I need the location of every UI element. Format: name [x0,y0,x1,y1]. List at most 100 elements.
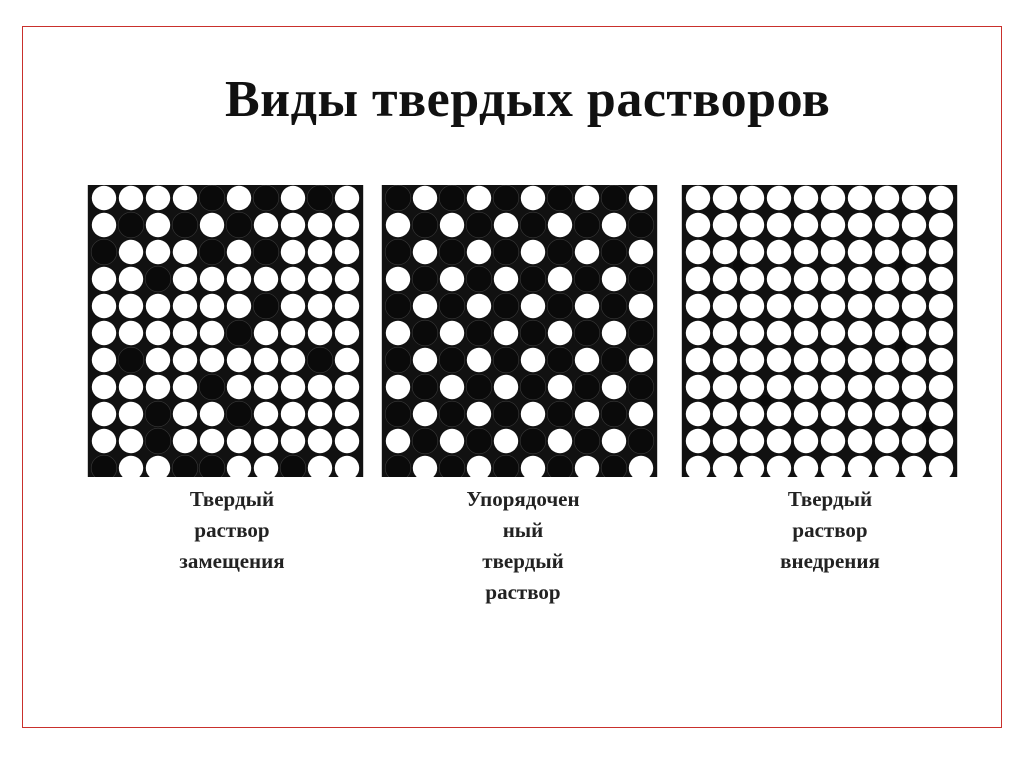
solute-atom [493,185,519,211]
solute-atom [118,212,144,238]
solvent-atom [466,455,492,477]
solute-atom [493,347,519,373]
solvent-atom [334,212,360,238]
solvent-atom [118,185,144,211]
solvent-atom [793,185,819,211]
solute-atom-rim [519,265,547,293]
solute-atom [574,374,600,400]
solvent-atom [226,293,252,319]
solvent-atom [118,428,144,454]
solute-atom [385,401,411,427]
solute-atom [172,212,198,238]
solvent-atom [91,185,117,211]
solvent-atom [847,266,873,292]
solvent-atom [712,239,738,265]
solvent-atom [874,185,900,211]
solvent-atom [901,185,927,211]
solvent-atom [199,293,225,319]
solvent-atom [385,374,411,400]
solvent-atom [199,401,225,427]
solvent-atom [280,185,306,211]
solvent-atom [712,185,738,211]
solvent-atom [901,374,927,400]
solvent-atom [685,185,711,211]
solvent-atom [334,320,360,346]
solute-atom-rim [438,454,466,477]
solute-atom [628,428,654,454]
solute-atom-rim [279,454,307,477]
interstitial-lattice-svg [681,185,958,477]
solvent-atom [172,266,198,292]
solvent-atom [574,347,600,373]
solute-atom-rim [171,454,199,477]
solvent-atom [712,428,738,454]
solute-atom [520,428,546,454]
solvent-atom [712,320,738,346]
solute-atom [385,455,411,477]
ordered-lattice-diagram [380,185,670,477]
solute-atom-rim [198,185,226,212]
solute-atom [199,374,225,400]
solvent-atom [820,239,846,265]
solute-atom-rim [225,211,253,239]
solute-atom-rim [117,346,145,374]
solvent-atom [766,347,792,373]
solvent-atom [91,428,117,454]
solvent-atom [712,455,738,477]
solute-atom-rim [438,400,466,428]
solvent-atom [739,293,765,319]
solute-atom [145,428,171,454]
solvent-atom [739,428,765,454]
solvent-atom [199,320,225,346]
solute-atom-rim [306,346,334,374]
solute-atom [466,320,492,346]
solvent-atom [307,401,333,427]
solvent-atom [172,293,198,319]
solvent-atom [793,428,819,454]
solvent-atom [226,266,252,292]
solvent-atom [145,239,171,265]
solute-atom-rim [492,400,520,428]
solvent-atom [874,374,900,400]
solvent-atom [118,239,144,265]
solvent-atom [901,320,927,346]
solvent-atom [226,428,252,454]
solute-atom-rim [438,238,466,266]
solvent-atom [901,347,927,373]
solvent-atom [307,320,333,346]
solute-atom-rim [411,427,439,455]
solvent-atom [685,266,711,292]
solute-atom [439,401,465,427]
caption-line: Упорядочен [466,487,580,511]
solvent-atom [91,401,117,427]
solvent-atom [928,374,954,400]
solvent-atom [739,239,765,265]
solvent-atom [847,374,873,400]
solute-atom [439,185,465,211]
solvent-atom [172,401,198,427]
solvent-atom [766,212,792,238]
solute-atom-rim [225,400,253,428]
solute-atom-rim [252,185,280,212]
solvent-atom [307,455,333,477]
solvent-atom [520,239,546,265]
solvent-atom [412,185,438,211]
solvent-atom [385,212,411,238]
solute-atom [439,347,465,373]
solvent-atom [412,401,438,427]
solvent-atom [466,347,492,373]
solute-atom-rim [384,292,412,320]
caption-interstitial: Твердый раствор внедрения [720,484,940,577]
solvent-atom [439,212,465,238]
solvent-atom [280,347,306,373]
solvent-atom [253,455,279,477]
solvent-atom [712,266,738,292]
solvent-atom [199,212,225,238]
solute-atom-rim [519,211,547,239]
solute-atom-rim [171,211,199,239]
solvent-atom [601,212,627,238]
solvent-atom [874,401,900,427]
solute-atom-rim [573,373,601,401]
solvent-atom [685,239,711,265]
solute-atom-rim [546,346,574,374]
